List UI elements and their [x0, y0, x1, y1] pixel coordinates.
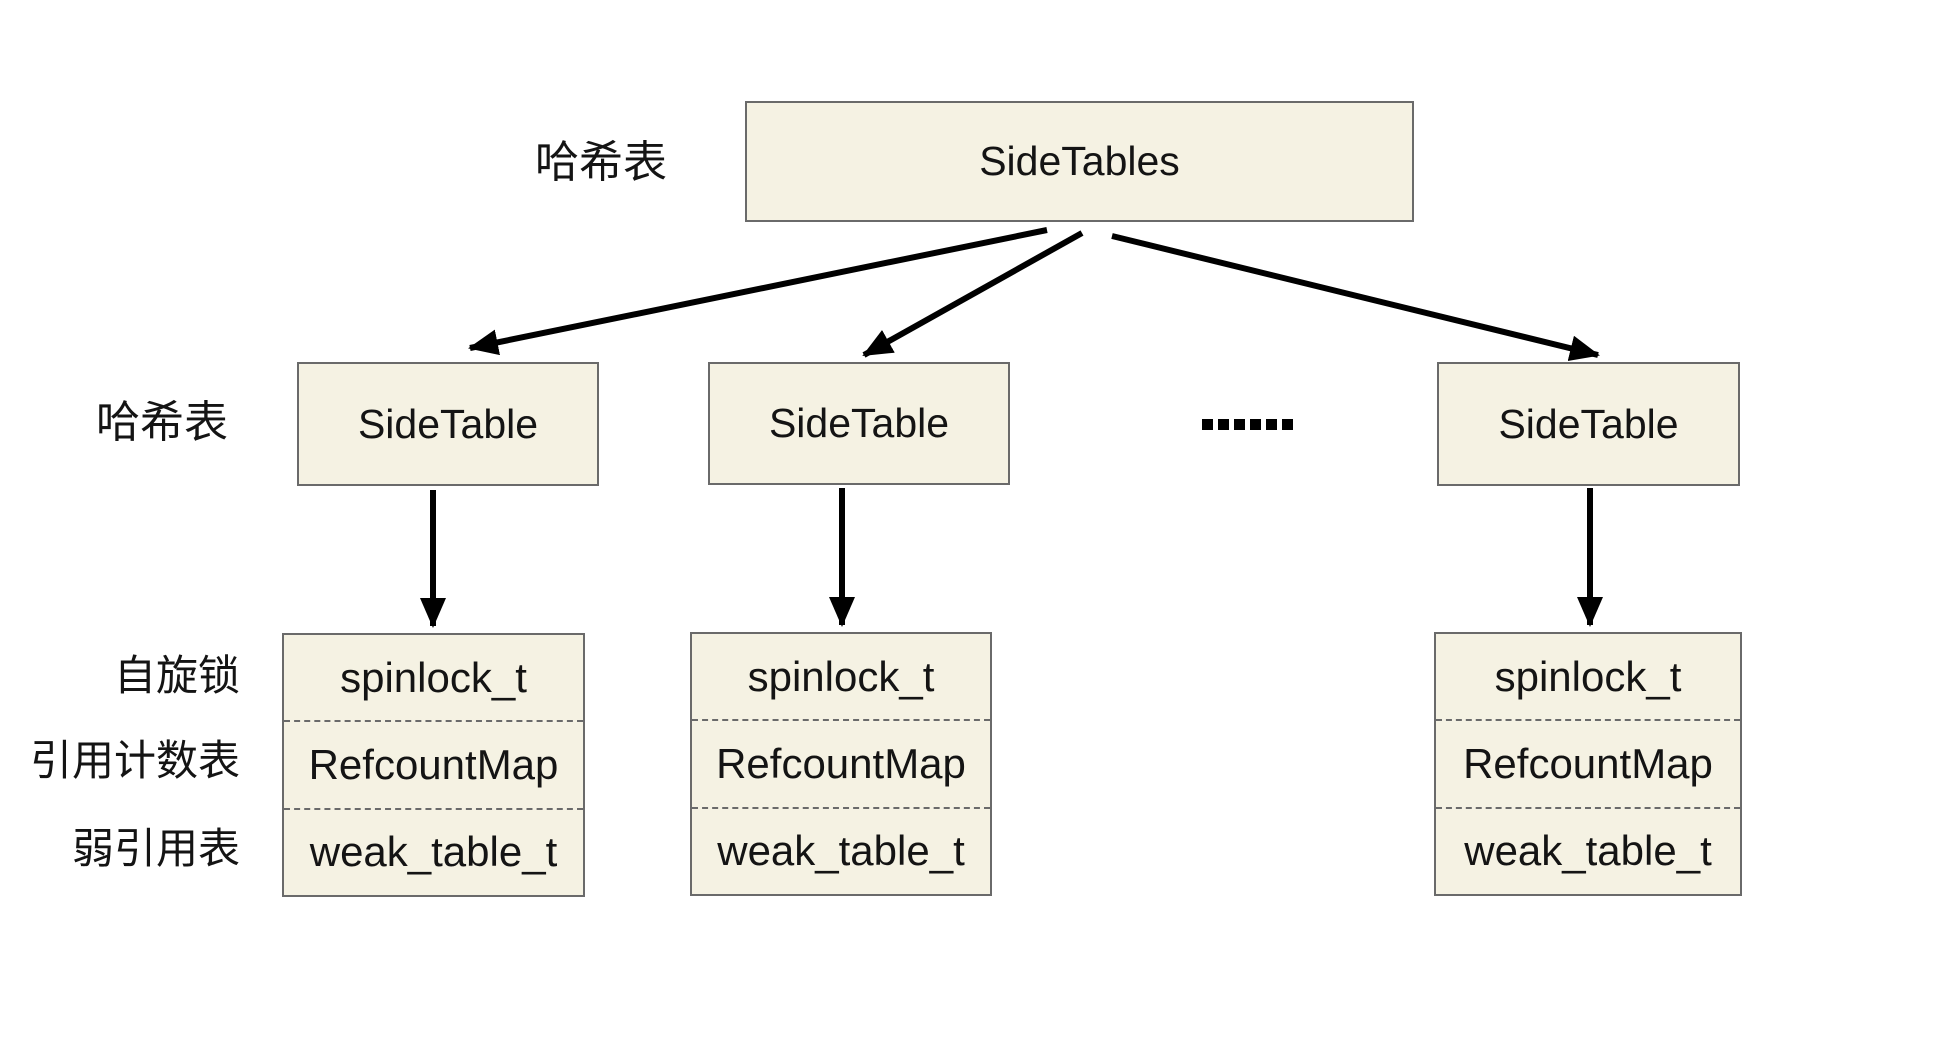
arrow-sidetables-to-sidetable-1: [468, 227, 1048, 356]
arrow-sidetables-to-sidetable-3: [1111, 233, 1600, 361]
hash-table-label-middle: 哈希表: [96, 398, 228, 447]
ellipsis-dot: [1218, 419, 1229, 430]
struct-1-field-spinlock: spinlock_t: [340, 653, 527, 701]
struct-2-field-weaktable: weak_table_t: [692, 806, 990, 894]
refcount-map-label: 引用计数表: [29, 737, 240, 784]
struct-3-field-refcountmap: RefcountMap: [1436, 719, 1740, 806]
ellipsis-dot: [1266, 419, 1277, 430]
sidetable-box-1-label: SideTable: [357, 400, 539, 447]
spinlock-label: 自旋锁: [113, 652, 240, 699]
hash-table-label-top: 哈希表: [535, 138, 667, 187]
sidetable-box-1: SideTable: [297, 362, 599, 486]
sidetable-struct-2: spinlock_t RefcountMap weak_table_t: [690, 632, 992, 896]
weak-table-label: 弱引用表: [71, 825, 240, 872]
sidetable-box-3-label: SideTable: [1498, 400, 1679, 447]
ellipsis-dot: [1282, 419, 1293, 430]
ellipsis-dot: [1250, 419, 1261, 430]
sidetable-struct-3: spinlock_t RefcountMap weak_table_t: [1434, 632, 1742, 896]
sidetables-box-label: SideTables: [979, 138, 1180, 184]
ellipsis-dot: [1202, 419, 1213, 430]
struct-2-field-refcountmap: RefcountMap: [692, 719, 990, 806]
arrow-sidetables-to-sidetable-2: [862, 230, 1084, 358]
ellipsis-icon: [1202, 419, 1293, 430]
ellipsis-dot: [1234, 419, 1245, 430]
sidetable-box-2: SideTable: [708, 362, 1010, 485]
struct-1-field-refcountmap: RefcountMap: [284, 720, 583, 807]
sidetable-struct-1: spinlock_t RefcountMap weak_table_t: [282, 633, 585, 897]
sidetables-box: SideTables: [745, 101, 1414, 222]
sidetable-box-2-label: SideTable: [768, 400, 950, 446]
struct-3-field-weaktable: weak_table_t: [1436, 806, 1740, 894]
struct-3-field-spinlock: spinlock_t: [1494, 652, 1682, 700]
struct-2-field-spinlock: spinlock_t: [747, 652, 935, 700]
struct-1-field-weaktable: weak_table_t: [284, 807, 583, 895]
sidetable-box-3: SideTable: [1437, 362, 1740, 486]
